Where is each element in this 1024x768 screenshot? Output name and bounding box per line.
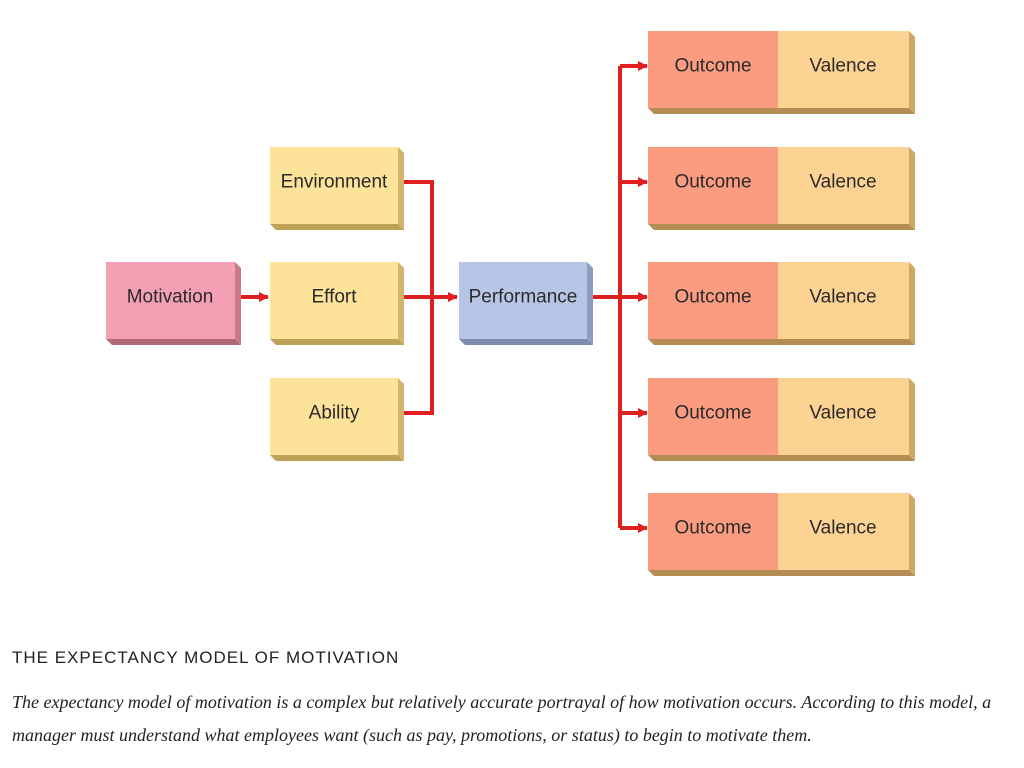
- ability-box: Ability: [270, 378, 404, 461]
- connectors: [241, 61, 648, 533]
- motivation-box: Motivation: [106, 262, 241, 345]
- effort-label: Effort: [311, 287, 357, 308]
- outcome-row: Outcome Valence: [648, 147, 915, 230]
- valence-label: Valence: [809, 403, 876, 424]
- ability-label: Ability: [309, 403, 360, 424]
- valence-label: Valence: [809, 287, 876, 308]
- outcome-row: Outcome Valence: [648, 262, 915, 345]
- caption-body: The expectancy model of motivation is a …: [12, 692, 992, 745]
- outcome-label: Outcome: [674, 287, 751, 308]
- outcome-label: Outcome: [674, 403, 751, 424]
- expectancy-model-diagram: Motivation Environment Effort Ability Pe…: [106, 31, 915, 576]
- outcome-row: Outcome Valence: [648, 31, 915, 114]
- performance-box: Performance: [459, 262, 593, 345]
- environment-box: Environment: [270, 147, 404, 230]
- outcome-label: Outcome: [674, 172, 751, 193]
- motivation-label: Motivation: [127, 287, 214, 308]
- outcome-row: Outcome Valence: [648, 378, 915, 461]
- environment-label: Environment: [281, 172, 388, 193]
- caption-title: THE EXPECTANCY MODEL OF MOTIVATION: [12, 648, 400, 667]
- performance-label: Performance: [469, 287, 578, 308]
- valence-label: Valence: [809, 172, 876, 193]
- outcome-label: Outcome: [674, 518, 751, 539]
- outcome-row: Outcome Valence: [648, 493, 915, 576]
- outcome-label: Outcome: [674, 56, 751, 77]
- effort-box: Effort: [270, 262, 404, 345]
- connector-environment: [404, 180, 434, 297]
- valence-label: Valence: [809, 518, 876, 539]
- connector-ability: [404, 297, 434, 415]
- valence-label: Valence: [809, 56, 876, 77]
